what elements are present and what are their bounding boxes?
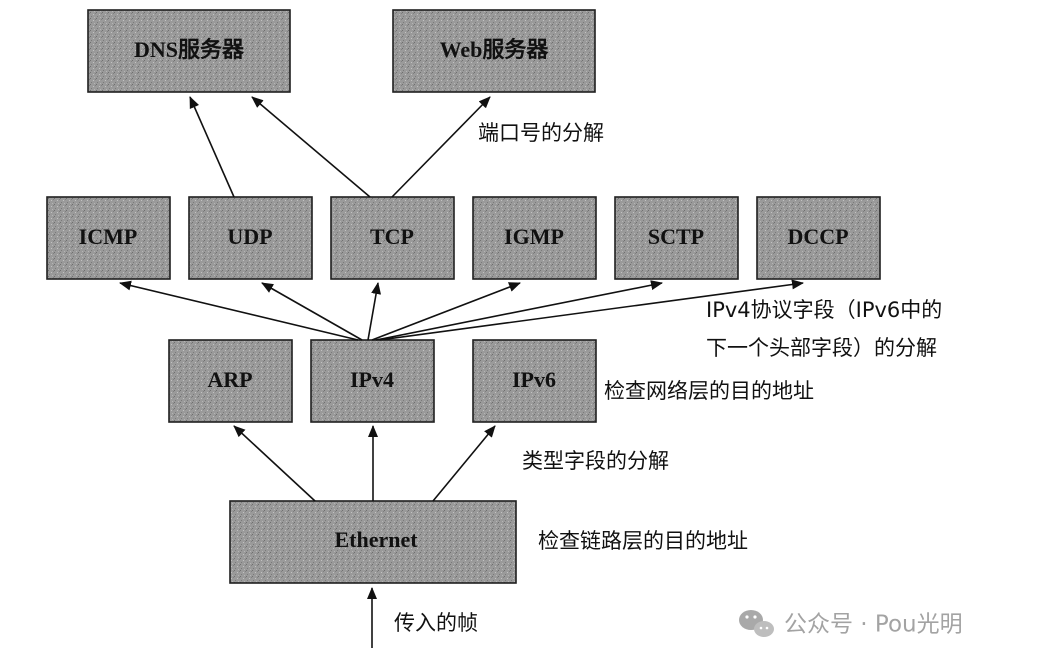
- tcp-label: TCP: [370, 224, 414, 249]
- ethernet-box: Ethernet: [229, 500, 517, 584]
- udp-label: UDP: [227, 224, 272, 249]
- arrow-ethernet-arp: [233, 425, 316, 502]
- icmp-label: ICMP: [79, 224, 138, 249]
- sctp-box: SCTP: [614, 196, 739, 280]
- igmp-box: IGMP: [472, 196, 597, 280]
- arrow-ipv4-igmp: [371, 282, 521, 341]
- note-check-link-addr: 检查链路层的目的地址: [538, 529, 748, 553]
- note-protocol-demux-line1: IPv4协议字段（IPv6中的: [706, 298, 942, 322]
- arrow-ipv4-icmp: [119, 280, 359, 341]
- arrow-udp-dns: [189, 96, 235, 198]
- watermark-text: 公众号 · Pou光明: [784, 612, 963, 638]
- web-server-label: Web服务器: [440, 37, 550, 62]
- watermark: 公众号 · Pou光明: [739, 610, 963, 638]
- dccp-box: DCCP: [756, 196, 881, 280]
- note-incoming-frame: 传入的帧: [394, 611, 478, 635]
- arp-box: ARP: [168, 339, 293, 423]
- note-type-demux: 类型字段的分解: [522, 449, 669, 473]
- udp-box: UDP: [188, 196, 313, 280]
- arrow-tcp-dns: [251, 96, 371, 198]
- dccp-label: DCCP: [787, 224, 848, 249]
- arrow-ethernet-ipv6: [432, 425, 496, 502]
- dns-server-label: DNS服务器: [134, 37, 245, 62]
- arrow-ipv4-dccp: [379, 279, 804, 341]
- ipv6-label: IPv6: [512, 367, 556, 392]
- ipv6-box: IPv6: [472, 339, 597, 423]
- arrow-ipv4-sctp: [375, 280, 663, 341]
- ipv4-label: IPv4: [350, 367, 394, 392]
- tcp-box: TCP: [330, 196, 455, 280]
- note-port-demux: 端口号的分解: [478, 121, 604, 145]
- arrow-tcp-web: [391, 96, 491, 198]
- arp-label: ARP: [207, 367, 252, 392]
- wechat-icon: [739, 610, 774, 637]
- dns-server-box: DNS服务器: [87, 9, 291, 93]
- web-server-box: Web服务器: [392, 9, 596, 93]
- ipv4-box: IPv4: [310, 339, 435, 423]
- icmp-box: ICMP: [46, 196, 171, 280]
- note-check-network-addr: 检查网络层的目的地址: [604, 379, 814, 403]
- note-protocol-demux-line2: 下一个头部字段）的分解: [706, 336, 937, 360]
- ethernet-label: Ethernet: [334, 527, 418, 552]
- arrow-ipv4-udp: [261, 282, 363, 341]
- igmp-label: IGMP: [504, 224, 564, 249]
- sctp-label: SCTP: [648, 224, 704, 249]
- arrow-ipv4-tcp: [367, 282, 382, 341]
